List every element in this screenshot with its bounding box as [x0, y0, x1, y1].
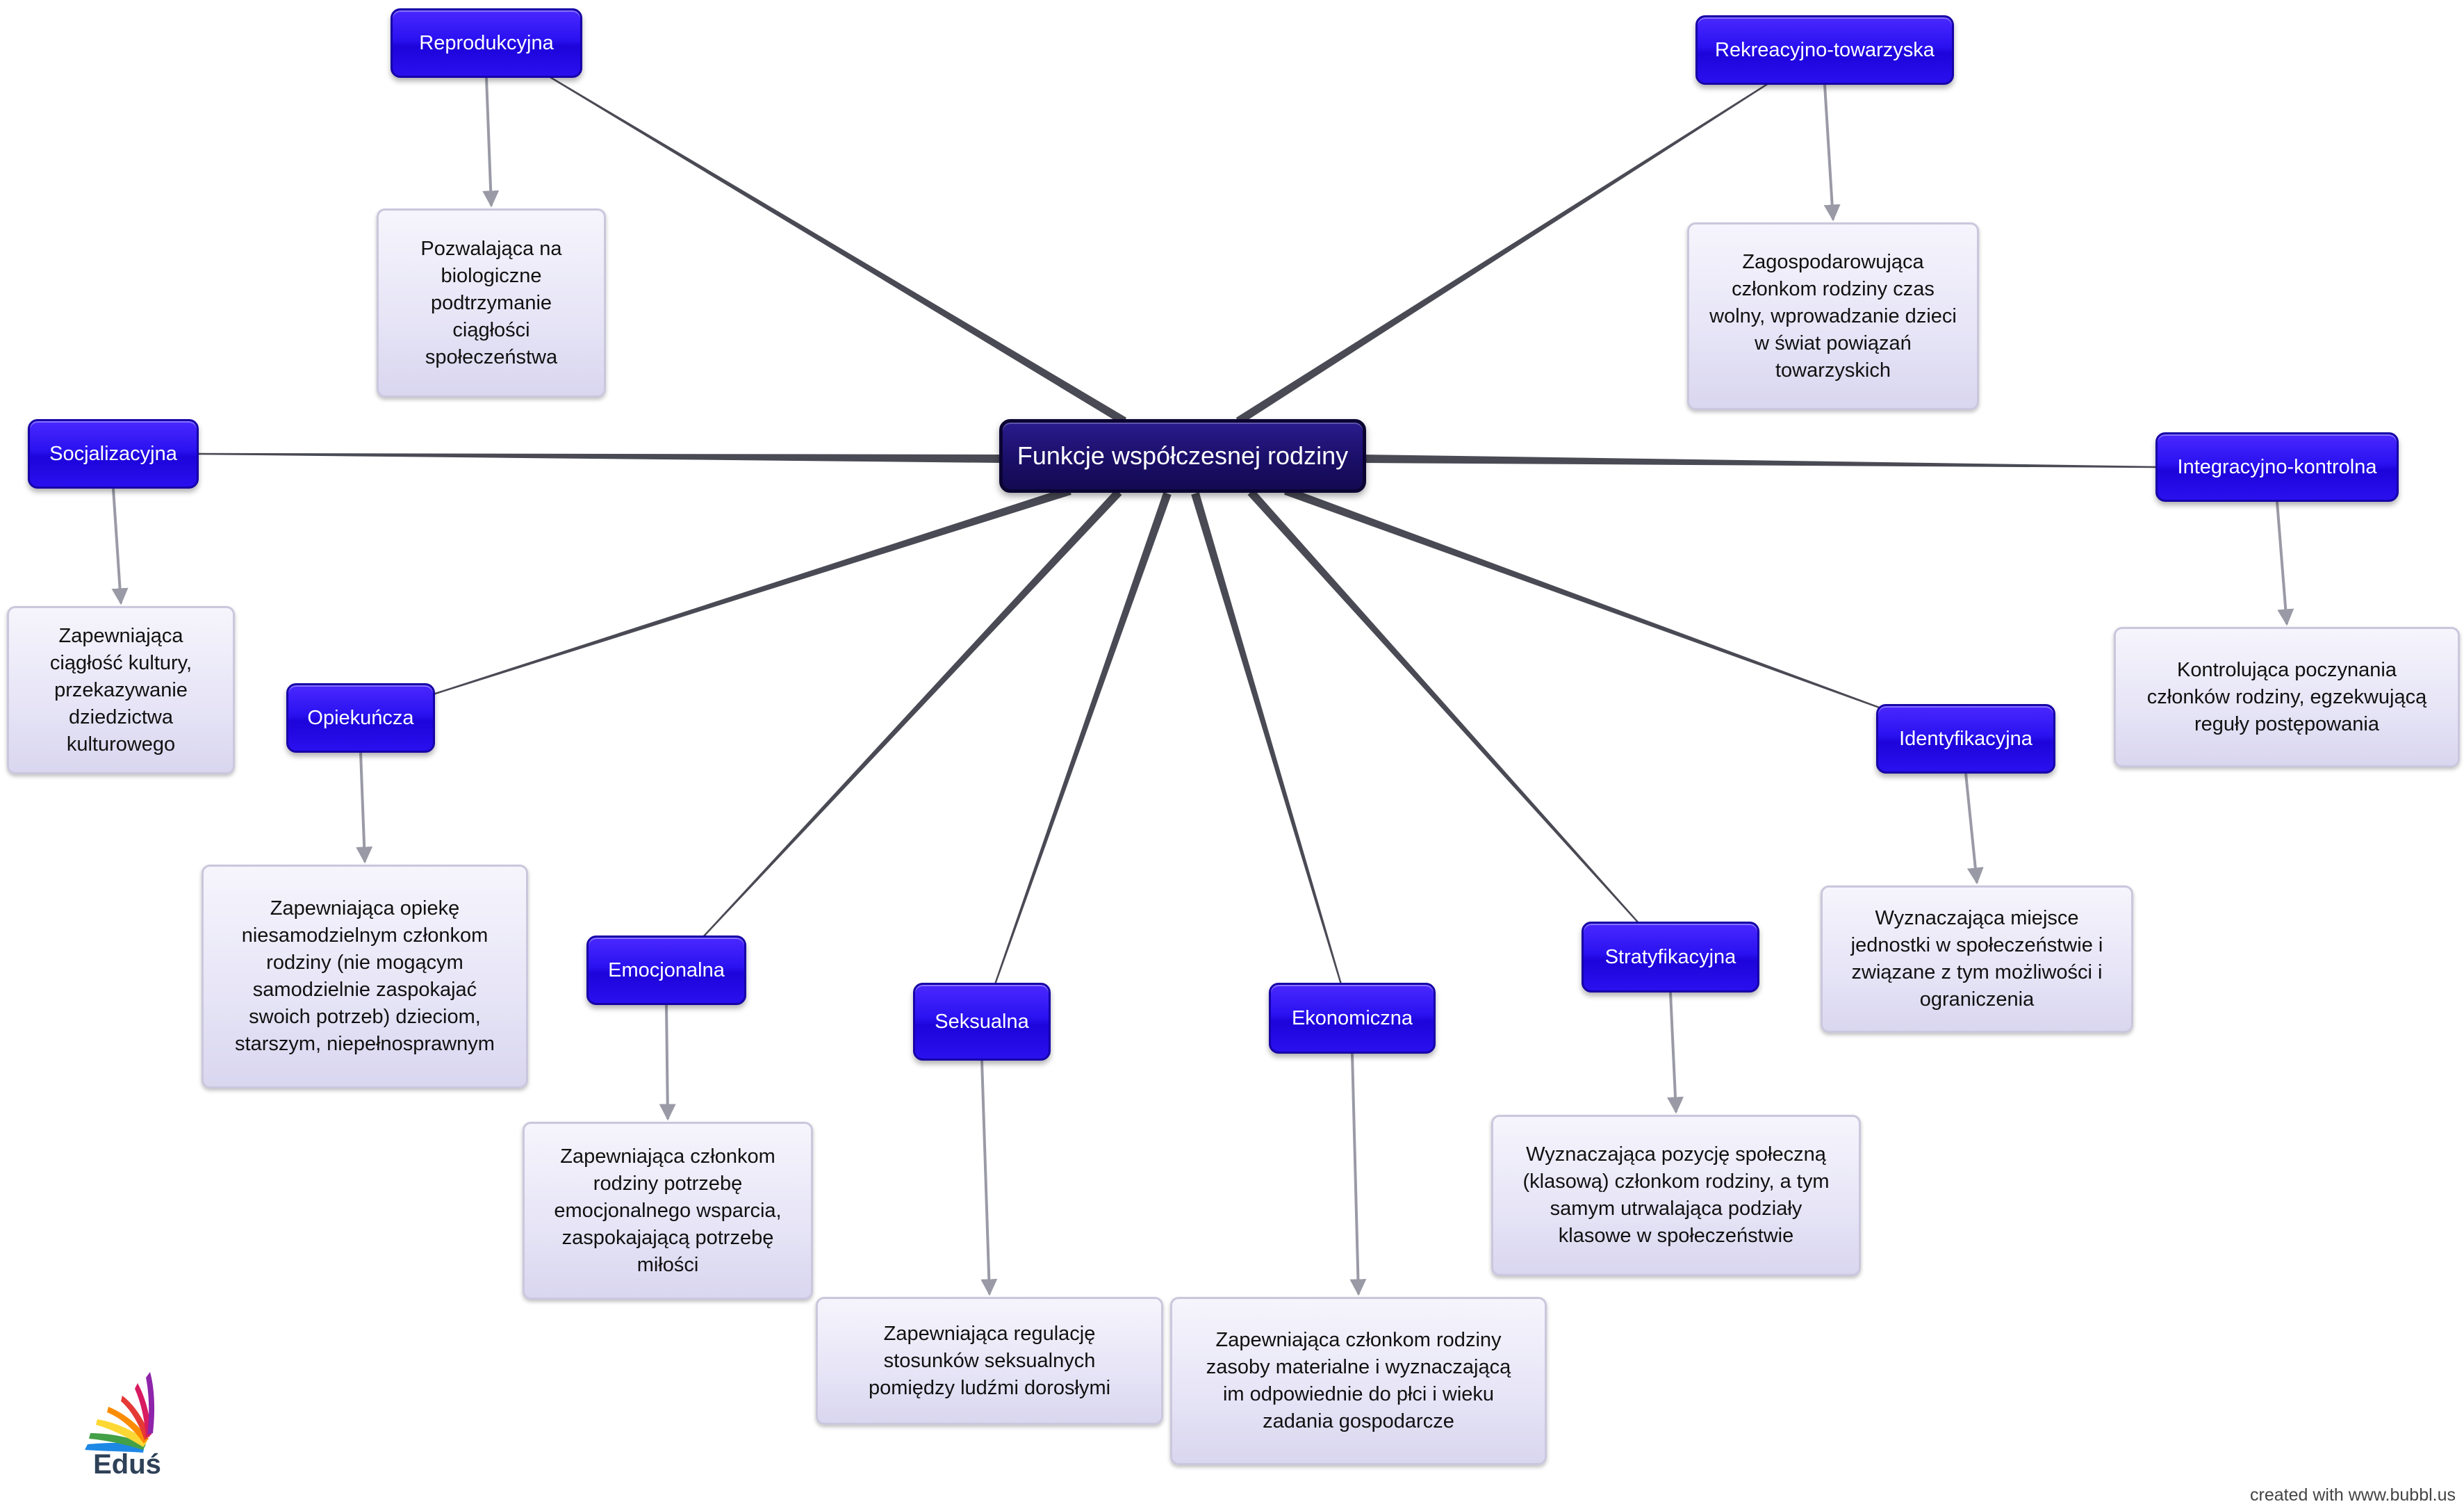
description-node-ekonomiczna[interactable]: Zapewniająca członkom rodziny zasoby mat…	[1170, 1297, 1547, 1465]
description-node-rekreacyjno-towarzyska[interactable]: Zagospodarowująca członkom rodziny czas …	[1687, 222, 1979, 410]
connector-stratyfikacyjna	[1247, 489, 1641, 925]
arrow-integracyjno-kontrolna	[2276, 501, 2294, 626]
center-connectors	[198, 75, 2156, 985]
function-node-ekonomiczna[interactable]: Ekonomiczna	[1269, 983, 1436, 1054]
arrow-reprodukcyjna	[482, 77, 500, 208]
description-node-identyfikacyjna[interactable]: Wyznaczająca miejsce jednostki w społecz…	[1821, 885, 2133, 1033]
arrow-emocjonalna	[659, 1004, 676, 1121]
function-node-stratyfikacyjna[interactable]: Stratyfikacyjna	[1582, 922, 1759, 993]
credit-text[interactable]: created with www.bubbl.us	[2250, 1485, 2456, 1505]
center-node[interactable]: Funkcje współczesnej rodziny	[999, 419, 1366, 493]
function-node-reprodukcyjna[interactable]: Reprodukcyjna	[391, 8, 582, 78]
function-node-seksualna[interactable]: Seksualna	[913, 983, 1051, 1061]
description-node-reprodukcyjna[interactable]: Pozwalająca na biologiczne podtrzymanie …	[377, 209, 606, 398]
arrow-seksualna	[980, 1060, 998, 1296]
description-node-integracyjno-kontrolna[interactable]: Kontrolująca poczynania członków rodziny…	[2114, 627, 2460, 767]
arrow-stratyfikacyjna	[1667, 992, 1684, 1114]
logo-text: Eduś	[93, 1449, 161, 1480]
description-node-stratyfikacyjna[interactable]: Wyznaczająca pozycję społeczną (klasową)…	[1491, 1115, 1861, 1276]
description-node-socjalizacyjna[interactable]: Zapewniająca ciągłość kultury, przekazyw…	[7, 606, 235, 774]
connector-socjalizacyjna	[198, 452, 1001, 463]
connector-reprodukcyjna	[548, 75, 1127, 425]
connector-identyfikacyjna	[1283, 487, 1884, 710]
connector-integracyjno-kontrolna	[1363, 455, 2156, 468]
connector-emocjonalna	[701, 489, 1122, 939]
connector-seksualna	[994, 492, 1172, 985]
connector-opiekuncza	[430, 487, 1071, 696]
arrow-ekonomiczna	[1349, 1053, 1367, 1296]
description-node-opiekuncza[interactable]: Zapewniająca opiekę niesamodzielnym czło…	[202, 865, 528, 1088]
function-node-emocjonalna[interactable]: Emocjonalna	[586, 936, 746, 1005]
function-node-rekreacyjno-towarzyska[interactable]: Rekreacyjno-towarzyska	[1695, 15, 1954, 85]
description-arrows	[111, 77, 2294, 1296]
function-node-integracyjno-kontrolna[interactable]: Integracyjno-kontrolna	[2155, 432, 2399, 502]
connector-rekreacyjno-towarzyska	[1235, 82, 1769, 425]
function-node-opiekuncza[interactable]: Opiekuńcza	[286, 683, 435, 753]
fan-logo-icon	[85, 1372, 155, 1453]
arrow-socjalizacyjna	[111, 488, 129, 605]
arrow-opiekuncza	[356, 752, 373, 864]
arrow-rekreacyjno-towarzyska	[1823, 84, 1841, 222]
function-node-socjalizacyjna[interactable]: Socjalizacyjna	[28, 419, 199, 489]
arrow-identyfikacyjna	[1964, 773, 1984, 885]
connector-ekonomiczna	[1191, 492, 1342, 985]
function-node-identyfikacyjna[interactable]: Identyfikacyjna	[1876, 704, 2055, 774]
description-node-seksualna[interactable]: Zapewniająca regulację stosunków seksual…	[816, 1297, 1163, 1425]
description-node-emocjonalna[interactable]: Zapewniająca członkom rodziny potrzebę e…	[523, 1122, 813, 1300]
